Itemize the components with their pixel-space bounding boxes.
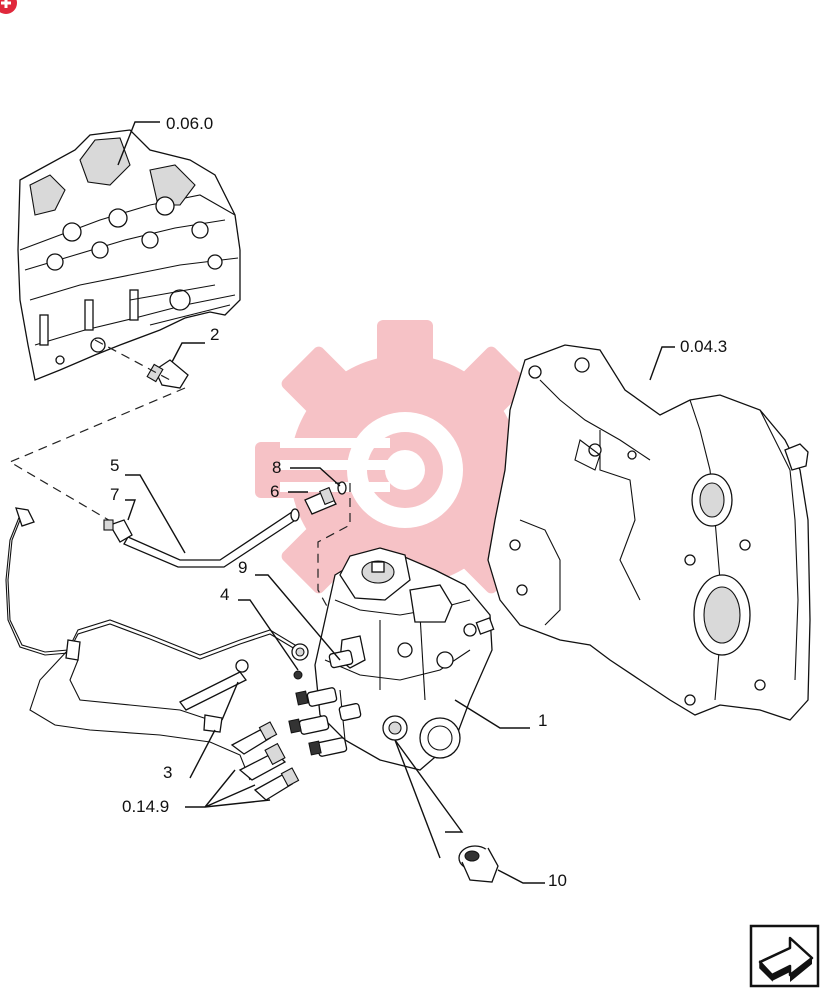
part-5-pipe-drawing	[123, 508, 300, 568]
label-part-6: 6	[270, 482, 279, 501]
injection-pump-drawing	[288, 547, 495, 771]
plus-badge-icon[interactable]	[0, 0, 17, 14]
label-part-3: 3	[163, 763, 172, 782]
label-gear-housing: 0.04.3	[680, 337, 727, 356]
part-10-sensor-drawing	[458, 845, 499, 883]
label-cylinder-head: 0.06.0	[166, 114, 213, 133]
part-2-fitting-drawing	[146, 359, 189, 389]
label-part-4: 4	[220, 585, 229, 604]
label-part-9: 9	[238, 558, 247, 577]
label-part-10: 10	[548, 871, 567, 890]
label-part-2: 2	[210, 325, 219, 344]
wiring-harness-drawing	[5, 507, 309, 781]
next-page-arrow-icon	[758, 936, 814, 982]
next-page-button[interactable]	[749, 924, 820, 988]
label-part-1: 1	[538, 711, 547, 730]
part-4-nut-drawing	[293, 670, 303, 680]
gear-housing-drawing	[487, 344, 811, 721]
gear-logo-watermark-icon	[255, 320, 555, 620]
label-part-8: 8	[272, 458, 281, 477]
label-part-5: 5	[110, 456, 119, 475]
label-injector-pipes: 0.14.9	[122, 797, 169, 816]
part-6-fitting-drawing	[304, 486, 337, 515]
injector-pipe-unions-drawing	[230, 721, 300, 801]
label-part-7: 7	[110, 485, 119, 504]
part-7-fitting-drawing	[103, 519, 133, 543]
cylinder-head-drawing	[17, 129, 241, 381]
part-8-washer-drawing	[337, 481, 347, 495]
